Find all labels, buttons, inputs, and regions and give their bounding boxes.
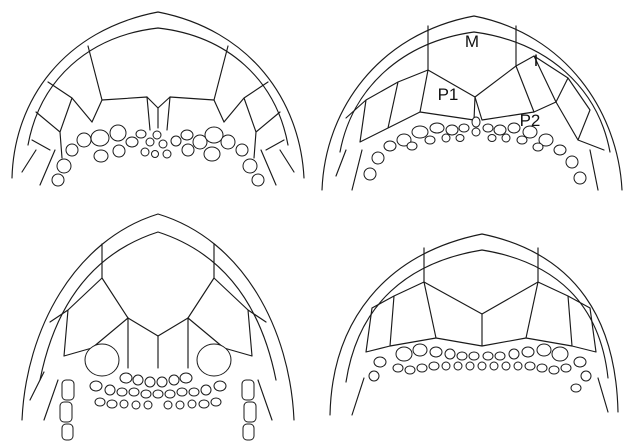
- granule-row: [52, 125, 264, 186]
- central-scale: [424, 248, 538, 314]
- granule-row: [364, 117, 586, 184]
- panel-bottom-right: [330, 234, 618, 415]
- label-p2: P2: [520, 111, 541, 130]
- panel-bottom-left: [22, 214, 294, 440]
- lateral-scales-right: [214, 278, 266, 356]
- lateral-scales-left: [366, 282, 436, 352]
- temple-lines: [352, 378, 608, 415]
- lateral-scales-right: [526, 282, 596, 352]
- posterior-scales: [92, 97, 224, 130]
- granule-row: [369, 344, 591, 392]
- panel-top-right: M I P1 P2: [322, 16, 622, 190]
- label-p1: P1: [438, 85, 459, 104]
- lateral-scales-left: [50, 278, 102, 356]
- central-scale: [102, 244, 214, 336]
- central-scale: [88, 46, 228, 108]
- label-m: M: [465, 32, 479, 51]
- label-i: I: [534, 51, 539, 70]
- panel-top-left: [12, 12, 304, 186]
